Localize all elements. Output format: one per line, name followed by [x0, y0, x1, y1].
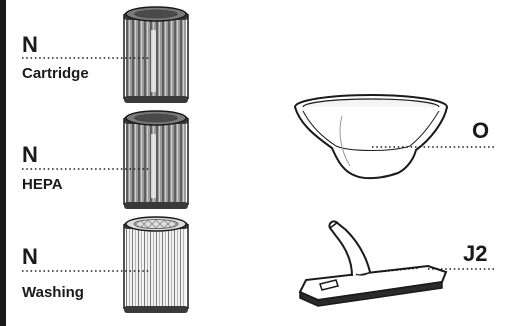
- leader-lines: [22, 57, 496, 272]
- nozzle-part-letter: J2: [463, 241, 488, 266]
- cartridge-part-name: Cartridge: [22, 65, 89, 82]
- bowl-part-letter: O: [472, 118, 490, 143]
- cartridge-filter-icon: [123, 6, 189, 103]
- hepa-part-name: HEPA: [22, 176, 63, 193]
- hepa-filter-icon: [123, 110, 189, 209]
- washing-part-letter: N: [22, 244, 38, 269]
- floor-nozzle-icon: [298, 220, 448, 307]
- collection-bowl-icon: [294, 94, 448, 180]
- washing-filter-icon: [123, 216, 189, 313]
- page-frame-edge: [0, 0, 6, 326]
- cartridge-part-letter: N: [22, 32, 38, 57]
- washing-part-name: Washing: [22, 284, 84, 301]
- hepa-part-letter: N: [22, 142, 38, 167]
